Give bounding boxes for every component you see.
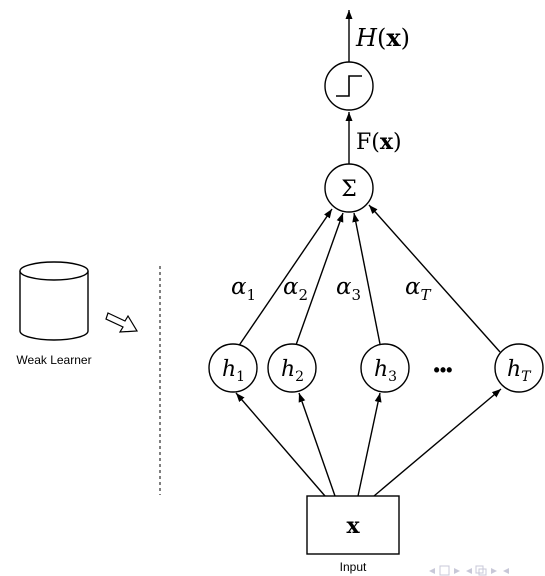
svg-text:h1: h1 xyxy=(222,357,245,385)
edge-h3-sum xyxy=(352,212,381,345)
hollow-arrow-icon xyxy=(105,312,139,333)
weight-label-1: α1 xyxy=(231,274,256,304)
weight-label-3: α3 xyxy=(336,274,361,304)
edge-h2-sum xyxy=(295,212,344,346)
learner-node-2: h2 xyxy=(267,343,317,393)
svg-text:h2: h2 xyxy=(281,357,304,385)
input-symbol: x xyxy=(346,513,360,539)
edge-input-hT xyxy=(373,388,502,497)
sum-node: Σ xyxy=(324,163,374,213)
weight-label-2: α2 xyxy=(283,274,308,304)
weight-label-T: αT xyxy=(405,274,432,304)
edge-input-h2 xyxy=(298,392,336,497)
sum-symbol: Σ xyxy=(341,177,357,202)
step-function-node xyxy=(324,61,374,111)
output-label: H(x) xyxy=(355,23,410,52)
slide-nav-icons xyxy=(429,565,509,576)
edge-input-h1 xyxy=(235,392,326,497)
svg-text:hT: hT xyxy=(507,357,532,385)
svg-text:h3: h3 xyxy=(374,357,397,385)
learner-node-3: h3 xyxy=(360,343,410,393)
learner-node-T: hT xyxy=(494,343,544,393)
edge-hT-sum xyxy=(368,204,501,353)
edge-input-h3 xyxy=(357,392,382,497)
combined-label: F(x) xyxy=(356,129,402,155)
weak-learner-caption: Weak Learner xyxy=(16,353,91,367)
input-caption: Input xyxy=(340,560,367,574)
edge-h1-sum xyxy=(237,208,333,348)
input-node: x xyxy=(306,495,400,555)
learner-node-1: h1 xyxy=(208,343,258,393)
step-function-icon xyxy=(336,75,362,97)
learner-ellipsis: ••• xyxy=(434,360,453,380)
database-icon xyxy=(19,261,89,341)
